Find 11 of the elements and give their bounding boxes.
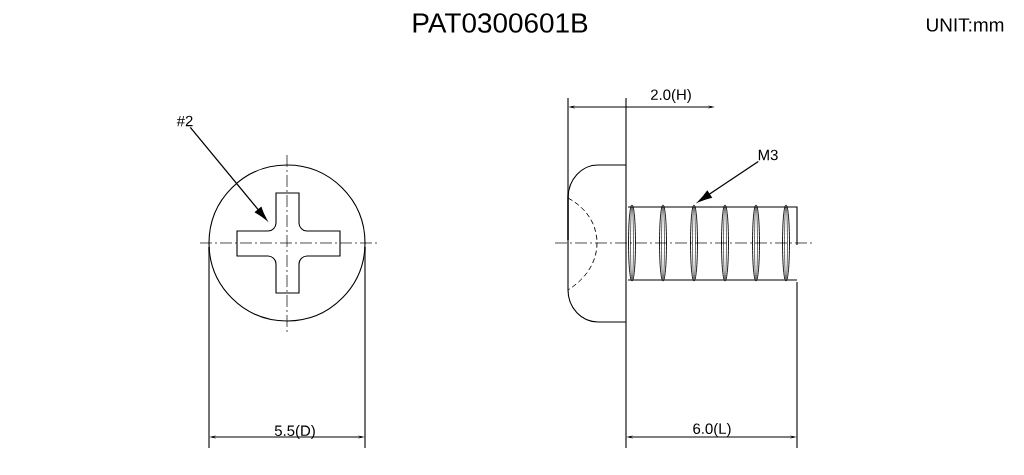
thread-turn bbox=[690, 204, 698, 282]
dimension-label: 5.5(D) bbox=[274, 425, 315, 439]
unit-label: UNIT:mm bbox=[927, 18, 1004, 32]
drawing-title: PAT0300601B bbox=[413, 13, 588, 33]
dimension-label: 2.0(H) bbox=[651, 89, 691, 103]
dimension-label: 6.0(L) bbox=[693, 423, 731, 437]
leader-line bbox=[698, 160, 759, 202]
hash-label: #2 bbox=[176, 115, 193, 127]
cross-recess bbox=[236, 192, 341, 294]
leader-line bbox=[189, 126, 267, 221]
thread-label: M3 bbox=[758, 149, 778, 161]
